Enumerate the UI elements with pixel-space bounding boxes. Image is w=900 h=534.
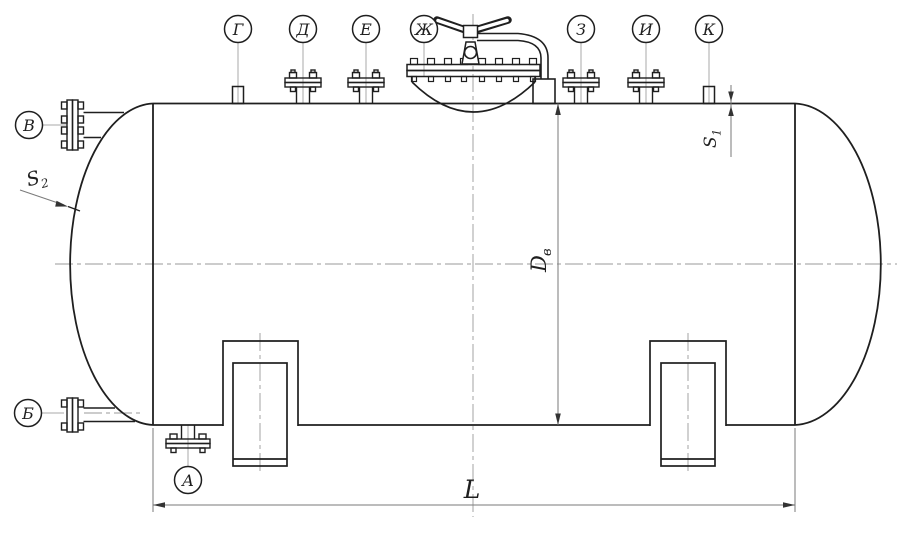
dimension-s1: S 1: [701, 85, 734, 157]
right-saddle-outer: [649, 340, 727, 426]
manhole-flange-top: [406, 63, 541, 72]
tag-e: Е: [351, 14, 381, 44]
manhole-flange-bottom: [406, 69, 541, 78]
cover-handle: [433, 16, 512, 39]
handle-hub: [462, 24, 479, 39]
tag-g-letter: Г: [232, 20, 245, 39]
s2-label-base: S: [24, 167, 42, 191]
nozzle-k-stub: [702, 85, 716, 105]
tag-a: А: [173, 465, 203, 495]
nozzle-e: [347, 69, 385, 104]
s2-label-sub: 2: [38, 176, 50, 192]
tag-v-letter: В: [22, 116, 35, 135]
tag-zh-letter: Ж: [414, 20, 434, 39]
dimension-length: L: [152, 428, 796, 512]
nozzle-v: [60, 99, 124, 151]
tag-b: Б: [13, 398, 43, 428]
tag-zh: Ж: [409, 14, 439, 44]
tag-k: К: [694, 14, 724, 44]
tag-e-letter: Е: [359, 20, 372, 39]
tag-d-letter: Д: [295, 20, 310, 39]
cover-clevis: [461, 41, 480, 65]
manhole: [406, 16, 556, 113]
tag-z-letter: З: [576, 20, 586, 39]
nozzle-tag-circles: Г Д Е Ж З И К В: [13, 14, 724, 495]
diameter-label-sub: в: [540, 248, 555, 256]
right-head: [794, 102, 882, 426]
s1-label-base: S: [701, 136, 721, 148]
tag-a-letter: А: [181, 471, 194, 490]
nozzle-d: [284, 69, 322, 104]
leader-lines: [42, 43, 710, 466]
left-head: [69, 102, 154, 426]
top-flanged-nozzles: [284, 69, 665, 104]
left-saddle-web: [232, 362, 288, 467]
tag-k-letter: К: [702, 20, 716, 39]
vessel-body: [69, 102, 882, 426]
saddle-supports: [222, 340, 727, 467]
tag-i: И: [631, 14, 661, 44]
tag-i-letter: И: [638, 20, 654, 39]
dimension-s2: S 2: [19, 167, 81, 212]
tag-b-letter: Б: [21, 404, 34, 423]
left-saddle-outer: [222, 340, 299, 426]
center-lines: [55, 14, 897, 517]
lifting-eye: [463, 45, 478, 60]
dimension-diameter: D в: [527, 103, 561, 425]
nozzle-z: [562, 69, 600, 104]
nozzle-i: [627, 69, 665, 104]
davit-support: [532, 78, 556, 105]
nozzle-b: [60, 397, 135, 433]
right-saddle-web: [660, 362, 716, 467]
tag-g: Г: [223, 14, 253, 44]
tag-v: В: [14, 110, 44, 140]
nozzle-g-stub: [231, 85, 245, 105]
davit-arm: [477, 32, 556, 105]
nozzle-a: [165, 425, 211, 454]
s1-label-sub: 1: [711, 129, 724, 136]
diameter-label-base: D: [527, 255, 551, 273]
tag-d: Д: [288, 14, 318, 44]
length-label: L: [463, 475, 481, 504]
stub-nozzles: [231, 85, 716, 105]
tag-z: З: [566, 14, 596, 44]
manhole-dished-cover: [411, 81, 536, 113]
